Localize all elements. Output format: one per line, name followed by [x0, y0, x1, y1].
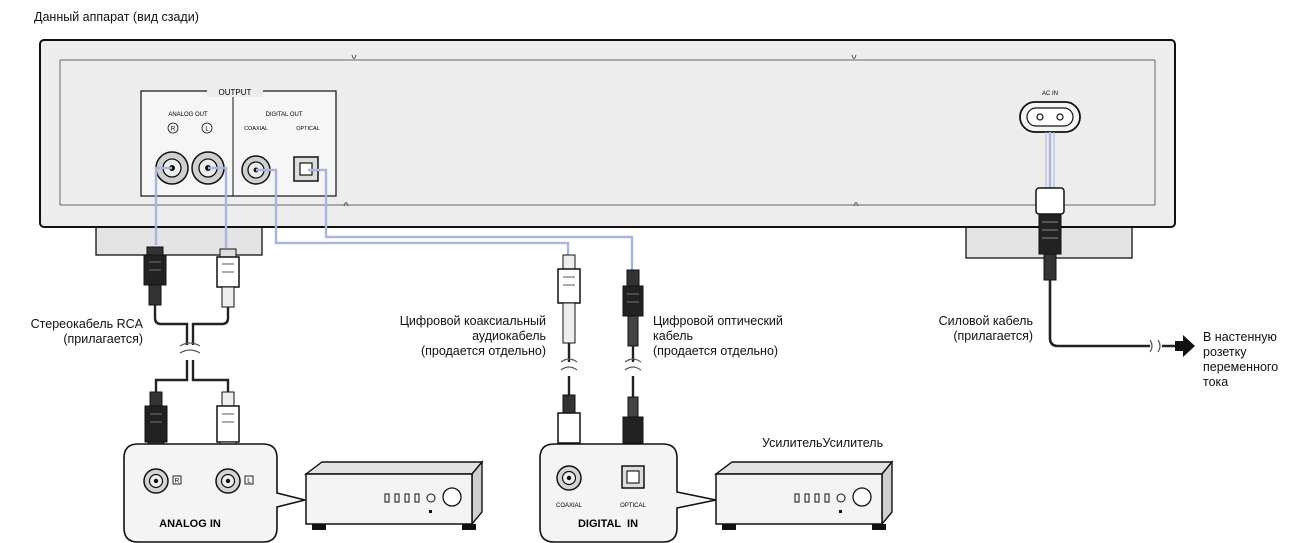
- power-plug: [1035, 187, 1065, 281]
- digital-in-optical-label: OPTICAL: [620, 503, 646, 509]
- analog-out-r-label: R: [171, 127, 176, 133]
- digital-in-panel: COAXIAL OPTICAL DIGITAL IN: [539, 443, 717, 543]
- wall-outlet-label-line: тока: [1203, 375, 1229, 389]
- digital-out-label: DIGITAL OUT: [265, 112, 302, 118]
- diagram-title: Данный аппарат (вид сзади): [34, 10, 199, 24]
- wall-outlet-label: В настенную розетку переменного тока: [1203, 330, 1278, 390]
- output-label: OUTPUT: [219, 88, 252, 97]
- coaxial-out-label: COAXIAL: [244, 126, 268, 132]
- digital-in-coaxial-jack: [556, 465, 582, 491]
- coax-cable-wire: [256, 168, 570, 255]
- rca-plug-l-bottom: [216, 391, 240, 451]
- unit-rear-panel: OUTPUT ANALOG OUT R L DIGITAL OUT COAXIA…: [39, 39, 1176, 259]
- rca-plug-l-top: [216, 248, 240, 308]
- coax-cable-label: Цифровой коаксиальный аудиокабель (прода…: [330, 314, 546, 359]
- optical-cable-label: Цифровой оптический кабель (продается от…: [653, 314, 783, 359]
- rca-plug-r-top: [143, 246, 167, 306]
- amplifier-label: УсилительУсилитель: [762, 436, 884, 450]
- rca-plug-r-bottom: [144, 391, 168, 451]
- rca-cable-r-wire: [154, 166, 172, 245]
- optical-cable-label-line: Цифровой оптический: [653, 314, 783, 328]
- digital-in-coaxial-label: COAXIAL: [556, 503, 583, 509]
- rca-cable-break: [179, 342, 201, 354]
- optical-cable-wire: [308, 168, 634, 270]
- digital-in-optical-jack: [621, 465, 645, 489]
- digital-in-label: DIGITAL IN: [578, 518, 638, 530]
- analog-out-label: ANALOG OUT: [168, 112, 208, 118]
- analog-out-l-label: L: [205, 127, 209, 133]
- coax-cable-label-line: (продается отдельно): [420, 344, 546, 358]
- optical-cable-label-line: кабель: [653, 329, 694, 343]
- analog-in-l-label: L: [247, 478, 251, 485]
- amplifier-left-icon: [303, 460, 484, 530]
- analog-in-jack-l: [215, 468, 241, 494]
- ac-in-label: AC IN: [1042, 91, 1058, 97]
- optical-cable: [622, 269, 644, 452]
- rca-cable-l-wire: [208, 166, 228, 248]
- power-cable-run: [1048, 280, 1175, 348]
- wall-outlet-arrow-icon: [1175, 335, 1195, 357]
- optical-out-jack: [293, 156, 319, 182]
- optical-out-label: OPTICAL: [296, 126, 320, 132]
- optical-cable-label-line: (продается отдельно): [653, 344, 779, 358]
- coax-cable-label-line: аудиокабель: [472, 329, 546, 343]
- power-cable-label: Силовой кабель (прилагается): [880, 314, 1033, 344]
- wall-outlet-label-line: переменного: [1203, 360, 1279, 374]
- amplifier-right-icon: [713, 460, 894, 530]
- wall-outlet-label-line: В настенную: [1203, 330, 1277, 344]
- power-cable-break: [1149, 339, 1161, 353]
- analog-in-jack-r: [143, 468, 169, 494]
- analog-in-r-label: R: [175, 478, 180, 485]
- rca-cable-run: [153, 305, 230, 392]
- coaxial-cable: [557, 254, 581, 451]
- rca-cable-label-line: Стереокабель RCA: [30, 317, 143, 331]
- rca-cable-label: Стереокабель RCA (прилагается): [0, 317, 143, 347]
- analog-in-label: ANALOG IN: [159, 518, 221, 530]
- accent-cables: [154, 132, 1052, 270]
- power-cable-label-line: (прилагается): [953, 329, 1033, 343]
- wall-outlet-label-line: розетку: [1203, 345, 1247, 359]
- analog-in-panel: R L ANALOG IN: [123, 443, 306, 543]
- power-cable-label-line: Силовой кабель: [938, 314, 1033, 328]
- rca-cable-label-line: (прилагается): [63, 332, 143, 346]
- coax-cable-label-line: Цифровой коаксиальный: [399, 314, 546, 328]
